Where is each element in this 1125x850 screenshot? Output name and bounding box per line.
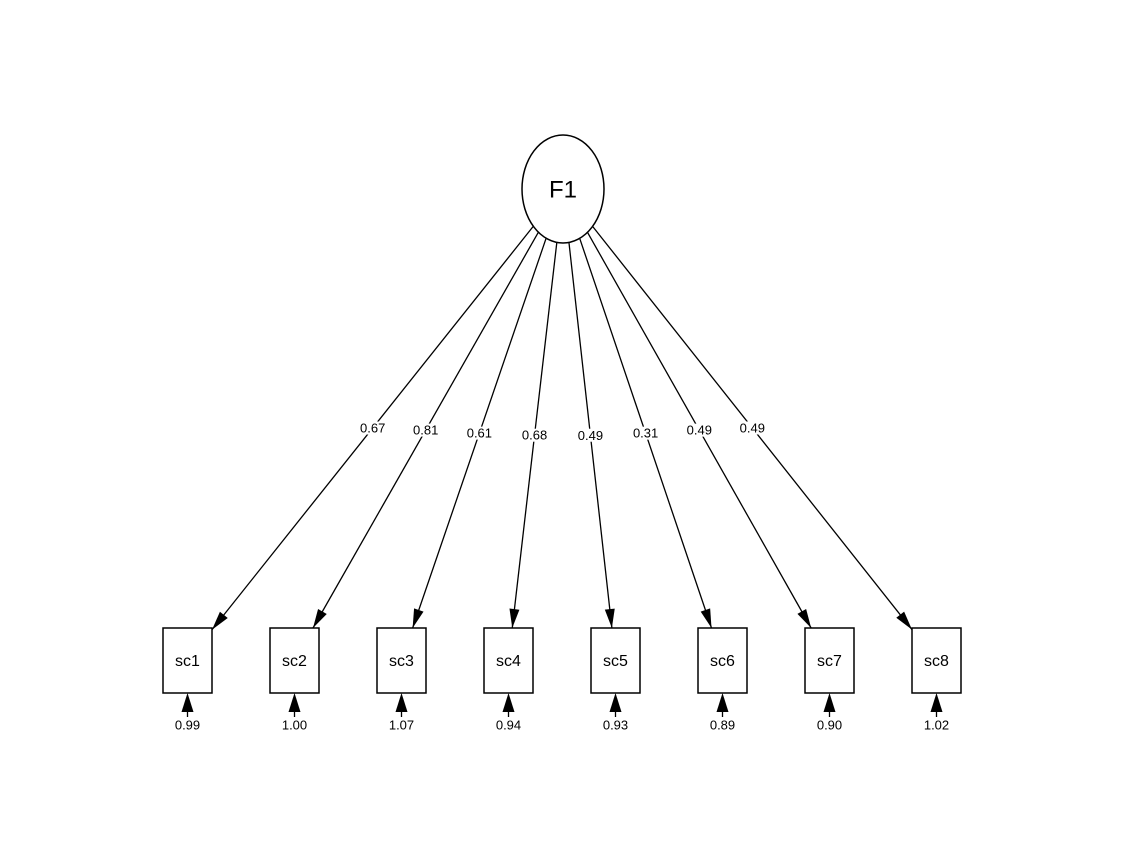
loading-label: 0.49 <box>740 421 765 436</box>
manifest-node-box <box>269 627 320 694</box>
manifest-node-label: sc3 <box>389 653 414 670</box>
manifest-node-label: sc6 <box>710 653 735 670</box>
loading-label-bg <box>630 426 661 440</box>
manifest-node-label: sc4 <box>496 653 521 670</box>
loading-label: 0.61 <box>467 426 492 441</box>
loading-label: 0.81 <box>413 423 438 438</box>
manifest-node-label: sc5 <box>603 653 628 670</box>
loading-arrowhead <box>509 608 520 628</box>
manifest-node-label: sc7 <box>817 653 842 670</box>
loading-label-bg <box>684 423 715 437</box>
residual-arrowhead <box>930 693 943 712</box>
manifest-node-label: sc2 <box>282 653 307 670</box>
residual-arrowhead <box>181 693 194 712</box>
loading-label: 0.68 <box>522 428 547 443</box>
residual-arrowhead <box>716 693 729 712</box>
residual-arrowhead <box>395 693 408 712</box>
latent-node-label: F1 <box>549 176 577 203</box>
residual-label: 1.02 <box>924 718 949 733</box>
loading-label-bg <box>519 428 550 442</box>
loading-label-bg <box>410 423 441 437</box>
latent-node-ellipse <box>521 134 605 244</box>
loading-label-bg <box>737 421 768 435</box>
loading-label-bg <box>575 428 606 442</box>
loading-label: 0.49 <box>578 428 603 443</box>
residual-arrowhead <box>288 693 301 712</box>
manifest-node-box <box>376 627 427 694</box>
loading-arrowhead <box>700 608 712 628</box>
loading-label: 0.49 <box>687 423 712 438</box>
residual-label: 0.94 <box>496 718 521 733</box>
loading-label: 0.31 <box>633 426 658 441</box>
residual-arrowhead <box>609 693 622 712</box>
loading-arrowhead <box>896 611 912 630</box>
loading-arrowhead <box>212 611 228 630</box>
loading-label-bg <box>464 426 495 440</box>
loading-arrowhead <box>412 608 424 628</box>
manifest-node-box <box>804 627 855 694</box>
residual-arrowhead <box>502 693 515 712</box>
manifest-node-box <box>162 627 213 694</box>
loading-arrowhead <box>604 608 615 628</box>
residual-label: 0.99 <box>175 718 200 733</box>
residual-label: 0.89 <box>710 718 735 733</box>
residual-arrowhead <box>823 693 836 712</box>
residual-label: 1.00 <box>282 718 307 733</box>
manifest-node-box <box>911 627 962 694</box>
manifest-node-label: sc8 <box>924 653 949 670</box>
loading-arrowhead <box>313 609 327 628</box>
loading-arrowhead <box>797 608 812 628</box>
manifest-node-label: sc1 <box>175 653 200 670</box>
loading-label-bg <box>357 421 388 435</box>
loading-label: 0.67 <box>360 421 385 436</box>
residual-label: 0.93 <box>603 718 628 733</box>
residual-label: 1.07 <box>389 718 414 733</box>
residual-label: 0.90 <box>817 718 842 733</box>
